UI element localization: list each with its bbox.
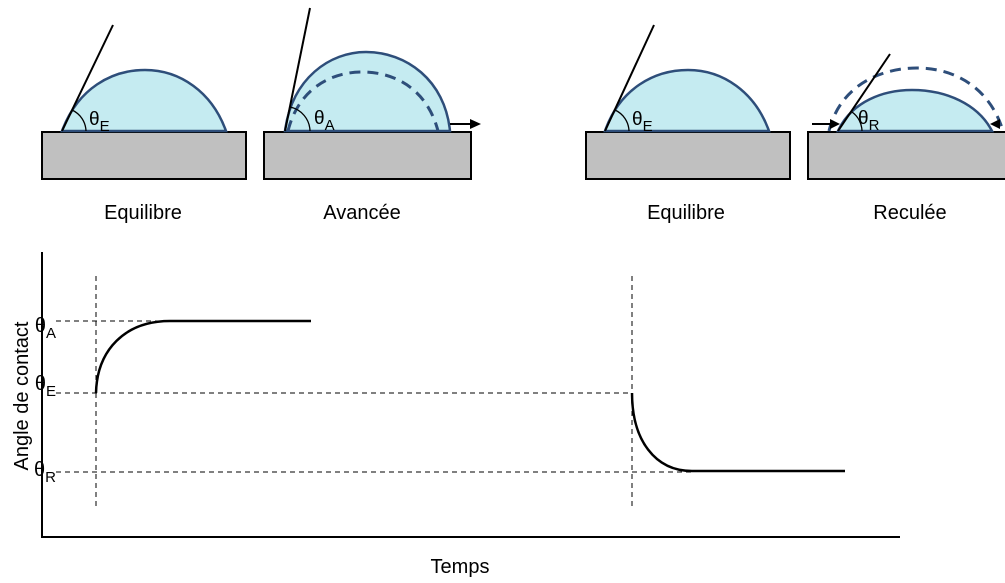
drop	[603, 68, 771, 133]
substrate	[41, 131, 247, 180]
tangent-line	[284, 7, 311, 132]
drop	[283, 50, 452, 133]
angle-arc	[289, 106, 311, 132]
y-axis-label: Angle de contact	[11, 321, 33, 470]
angle-arc	[614, 109, 630, 132]
droplet-caption: Equilibre	[647, 202, 725, 224]
recede-arrowhead-left	[830, 119, 840, 129]
angle-label: θA	[314, 108, 335, 134]
angle-label: θR	[858, 108, 880, 134]
advance-arrowhead	[470, 119, 481, 129]
droplet-caption: Reculée	[873, 202, 946, 224]
droplet-advancing: θA Avancée	[263, 7, 481, 224]
angle-label: θE	[89, 109, 110, 135]
tangent-line	[61, 24, 114, 132]
droplet-caption: Avancée	[323, 202, 400, 224]
recede-arrowhead-right	[990, 119, 1000, 129]
angle-arc	[851, 111, 863, 132]
advancing-curve	[94, 319, 311, 394]
tick-label-theta-e: θE	[35, 373, 56, 400]
receding-curve	[630, 392, 845, 473]
x-axis-label: Temps	[431, 556, 490, 578]
tick-label-theta-r: θR	[34, 459, 56, 486]
previous-drop-outline	[827, 66, 1005, 132]
drop	[60, 68, 228, 133]
droplet-receding: θR Reculée	[807, 53, 1005, 224]
tangent-line	[837, 53, 891, 132]
angle-arc	[71, 109, 87, 132]
drop	[836, 88, 995, 133]
droplet-equilibrium-2: θE Equilibre	[585, 24, 791, 224]
droplet-equilibrium-1: θE Equilibre	[41, 24, 247, 224]
droplet-caption: Equilibre	[104, 202, 182, 224]
angle-label: θE	[632, 109, 653, 135]
contact-angle-graph: θA θE θR Angle de contact Temps	[11, 252, 900, 578]
substrate	[807, 131, 1005, 180]
substrate	[263, 131, 472, 180]
substrate	[585, 131, 791, 180]
tick-label-theta-a: θA	[35, 315, 56, 342]
tangent-line	[604, 24, 655, 132]
